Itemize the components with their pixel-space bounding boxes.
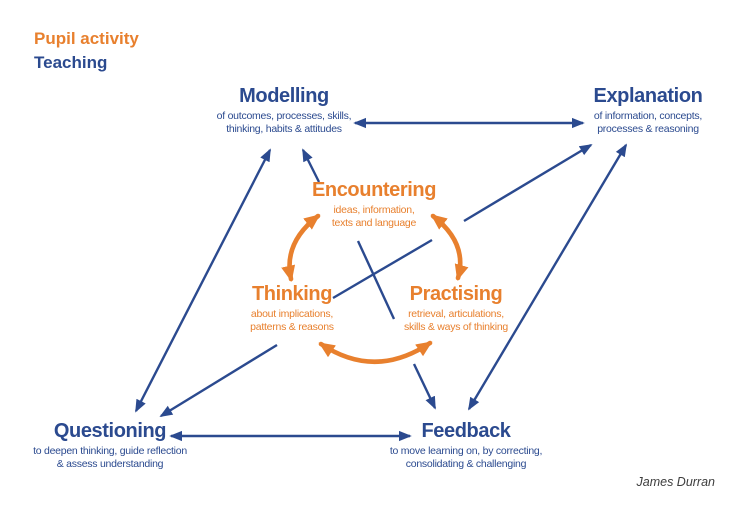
- subtitle-line: to move learning on, by correcting,: [389, 444, 543, 457]
- subtitle-line: ideas, information,: [333, 203, 415, 216]
- node-modelling-title: Modelling: [239, 85, 329, 107]
- node-explanation-title: Explanation: [593, 85, 703, 107]
- subtitle-line: of information, concepts,: [593, 109, 703, 122]
- arrow-encountering-practising: [430, 213, 469, 281]
- node-encountering: Encountering ideas, information, texts a…: [269, 179, 479, 230]
- arrow-thinking-explanation: [463, 143, 593, 223]
- node-thinking: Thinking about implications, patterns & …: [187, 283, 397, 334]
- subtitle-line: about implications,: [250, 307, 334, 320]
- subtitle-line: to deepen thinking, guide reflection: [33, 444, 187, 457]
- arrow-encountering-thinking: [281, 213, 321, 282]
- legend-pupil-activity-label: Pupil activity: [34, 29, 139, 48]
- node-feedback-subtitle: to move learning on, by correcting, cons…: [361, 445, 571, 471]
- node-questioning-subtitle: to deepen thinking, guide reflection & a…: [5, 445, 215, 471]
- legend-teaching-label: Teaching: [34, 53, 108, 72]
- node-questioning-title: Questioning: [53, 420, 167, 442]
- node-questioning: Questioning to deepen thinking, guide re…: [5, 420, 215, 471]
- subtitle-line: processes & reasoning: [597, 122, 699, 135]
- subtitle-line: & assess understanding: [56, 457, 164, 470]
- arrow-thinking-explanation-segment: [332, 238, 433, 300]
- subtitle-line: thinking, habits & attitudes: [226, 122, 342, 135]
- arrow-encountering-feedback: [412, 363, 437, 410]
- subtitle-line: consolidating & challenging: [405, 457, 527, 470]
- node-thinking-title: Thinking: [251, 283, 333, 305]
- node-feedback: Feedback to move learning on, by correct…: [361, 420, 571, 471]
- subtitle-line: retrieval, articulations,: [408, 307, 504, 320]
- attribution-text: James Durran: [636, 475, 716, 489]
- arrow-thinking-questioning: [159, 343, 278, 418]
- arrow-encountering-feedback-segment: [356, 240, 396, 320]
- node-explanation-subtitle: of information, concepts, processes & re…: [543, 110, 736, 136]
- subtitle-line: texts and language: [331, 216, 417, 229]
- subtitle-line: skills & ways of thinking: [403, 320, 509, 333]
- node-practising-title: Practising: [409, 283, 503, 305]
- node-feedback-title: Feedback: [421, 420, 511, 442]
- arrow-modelling-questioning: [134, 148, 272, 413]
- node-encountering-title: Encountering: [311, 179, 437, 201]
- arrow-explanation-feedback: [467, 143, 628, 411]
- node-modelling-subtitle: of outcomes, processes, skills, thinking…: [179, 110, 389, 136]
- legend: Pupil activity Teaching: [34, 27, 139, 75]
- arrow-encountering-modelling: [301, 148, 321, 183]
- subtitle-line: patterns & reasons: [250, 320, 334, 333]
- subtitle-line: of outcomes, processes, skills,: [216, 109, 352, 122]
- node-thinking-subtitle: about implications, patterns & reasons: [187, 308, 397, 334]
- node-encountering-subtitle: ideas, information, texts and language: [269, 204, 479, 230]
- node-practising-subtitle: retrieval, articulations, skills & ways …: [351, 308, 561, 334]
- node-modelling: Modelling of outcomes, processes, skills…: [179, 85, 389, 136]
- node-practising: Practising retrieval, articulations, ski…: [351, 283, 561, 334]
- node-explanation: Explanation of information, concepts, pr…: [543, 85, 736, 136]
- arrow-thinking-practising: [318, 340, 433, 365]
